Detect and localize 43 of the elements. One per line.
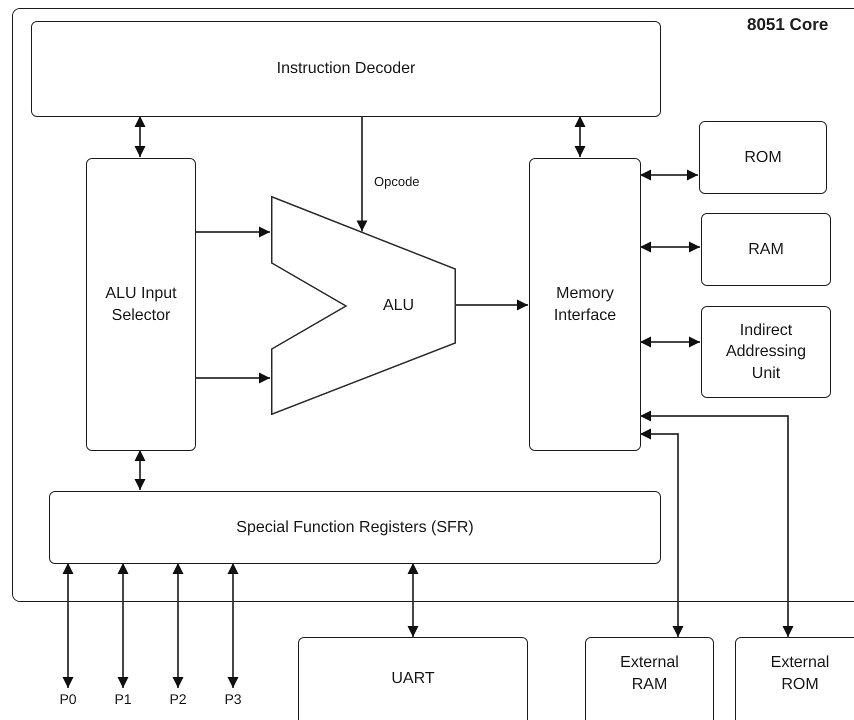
process-box <box>49 491 661 564</box>
arrow <box>172 563 184 688</box>
block-label: ALU <box>382 296 414 316</box>
arrow <box>640 242 700 252</box>
arrow <box>640 170 698 180</box>
process-box <box>585 637 714 720</box>
process-box <box>701 213 831 286</box>
container-title: 8051 Core <box>747 15 828 35</box>
arrow <box>356 116 368 232</box>
block-label: RAM <box>748 240 784 260</box>
arrow <box>195 226 270 238</box>
arrow <box>640 336 700 348</box>
process-box <box>31 21 661 117</box>
arrow <box>134 116 146 157</box>
block-label: UART <box>391 669 435 689</box>
block-label: Indirect Addressing Unit <box>724 320 808 384</box>
port-label: P0 <box>59 691 77 707</box>
process-box <box>699 121 827 194</box>
arrow <box>228 563 238 688</box>
arrow <box>118 563 128 688</box>
arrow <box>62 563 74 688</box>
block-label: Special Function Registers (SFR) <box>236 518 474 538</box>
port-label: P2 <box>169 691 187 707</box>
block-label: External ROM <box>770 653 830 695</box>
block-label: ROM <box>744 148 782 168</box>
arrow <box>195 372 270 384</box>
block-label: ALU Input Selector <box>104 284 178 326</box>
block-label: Memory Interface <box>552 284 618 326</box>
core-container <box>12 8 854 602</box>
process-box <box>298 637 528 720</box>
port-label: P3 <box>224 691 242 707</box>
process-box <box>86 158 196 451</box>
process-box <box>529 158 641 451</box>
arrow <box>408 563 418 637</box>
arrow <box>640 428 684 637</box>
arrow <box>455 300 528 310</box>
port-label: P1 <box>114 691 132 707</box>
arrow <box>574 116 586 157</box>
block-label: Instruction Decoder <box>276 59 416 80</box>
edge-label: Opcode <box>372 174 422 189</box>
arrow <box>134 450 146 490</box>
process-box <box>701 306 831 398</box>
block-label: External RAM <box>619 653 680 695</box>
